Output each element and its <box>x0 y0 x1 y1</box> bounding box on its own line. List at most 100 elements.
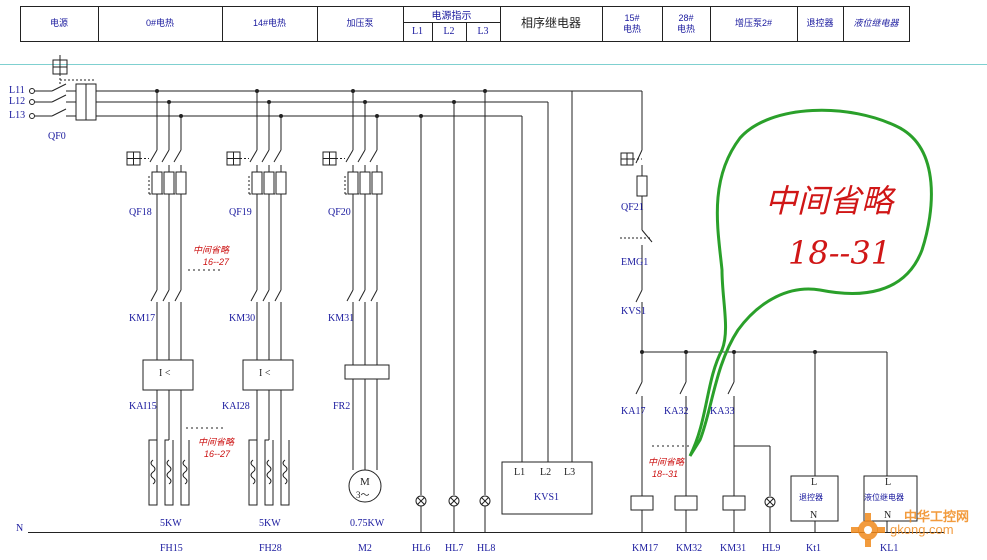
branch-fh15-node <box>155 89 159 93</box>
header-cell-heater-28: 28# 电热 <box>676 12 695 34</box>
label-km31: KM31 <box>328 313 355 324</box>
label-ka17: KA17 <box>621 406 646 417</box>
header-group-l1: L1 <box>411 26 424 37</box>
omit-note-2-title: 中间省略 <box>198 437 235 447</box>
label-fr2: FR2 <box>333 401 351 412</box>
kvs1-terminal-l2: L2 <box>540 467 552 478</box>
branch-fh28-heater-coil <box>282 459 288 485</box>
branch-fh15-trip <box>151 171 163 195</box>
omit-note-3-title: 中间省略 <box>648 457 685 467</box>
label-qf18: QF18 <box>129 207 152 218</box>
branch-fh15-trip <box>175 171 187 195</box>
branch-fh28-trip <box>275 171 287 195</box>
watermark-cn: 中华工控网 <box>904 509 970 524</box>
lamp-cross <box>450 497 458 505</box>
branch-fh15-blade <box>149 149 158 163</box>
branch-fh28-heater <box>248 439 258 506</box>
label-qf20: QF20 <box>328 207 351 218</box>
name-hl6: HL6 <box>412 543 431 554</box>
branch-m2-trip <box>347 171 359 195</box>
level-relay-label: 液位继电器 <box>864 493 904 502</box>
lamp-cross <box>481 497 489 505</box>
branch-fh15-heater-coil <box>150 459 156 485</box>
branch-fh15-heater <box>164 439 174 506</box>
power-fh15: 5KW <box>160 518 182 529</box>
header-cell-pressure-pump: 加压泵 <box>346 18 374 28</box>
relay-coil <box>630 495 654 511</box>
branch-fh28-relay-box <box>242 359 294 391</box>
label-kai28: KAI28 <box>222 401 250 412</box>
lamp-cross <box>766 498 774 506</box>
relay-contact <box>727 381 735 395</box>
branch-fh15-heater-coil <box>166 459 172 485</box>
name-kt1: Kt1 <box>806 543 821 554</box>
phase-label-l12: L12 <box>9 96 26 107</box>
emg-contact <box>641 229 653 243</box>
branch-fh28-blade <box>261 149 270 163</box>
branch-fh15-blade <box>173 149 182 163</box>
name-hl8: HL8 <box>477 543 496 554</box>
name-hl9: HL9 <box>762 543 781 554</box>
qf21-trip <box>636 175 648 197</box>
header-cell-level-relay: 液位继电器 <box>853 18 899 28</box>
name-km31-coil: KM31 <box>720 543 747 554</box>
cloud-callout <box>688 108 933 457</box>
cloud-title: 中间省略 <box>765 182 894 220</box>
header-group-l3: L3 <box>477 26 489 37</box>
relay-contact <box>635 381 643 395</box>
temp-controller-l: L <box>811 477 818 488</box>
name-km32-coil: KM32 <box>676 543 703 554</box>
branch-fh28-contact <box>250 289 258 302</box>
branch-m2-contact <box>370 289 378 302</box>
label-ka33: KA33 <box>710 406 735 417</box>
branch-fh28-node <box>255 89 259 93</box>
branch-fh28-heater-coil <box>250 459 256 485</box>
temp-controller-n: N <box>810 510 818 521</box>
label-qf21: QF21 <box>621 202 644 213</box>
branch-fh15-blade <box>161 149 170 163</box>
kvs1-contact <box>635 289 643 303</box>
branch-fh28-node <box>267 100 271 104</box>
watermark: 中华工控网 gkong.com <box>848 500 983 555</box>
omit-note-2-range: 16--27 <box>204 449 231 459</box>
branch-fh28-contact <box>274 289 282 302</box>
branch-m2-blade <box>369 149 378 163</box>
label-qf0: QF0 <box>48 131 66 142</box>
label-kai15: KAI15 <box>129 401 157 412</box>
branch-fh28-blade <box>249 149 258 163</box>
branch-m2-trip <box>359 171 371 195</box>
branch-fh15-heater <box>180 440 190 506</box>
branch-fh28-trip <box>263 171 275 195</box>
branch-fh28-heater <box>280 440 290 506</box>
relay-symbol-kai28: I < <box>259 368 271 379</box>
branch-m2-node <box>351 89 355 93</box>
branch-m2-trip <box>371 171 383 195</box>
name-hl7: HL7 <box>445 543 464 554</box>
branch-fh28-trip <box>251 171 263 195</box>
name-fh15: FH15 <box>160 543 183 554</box>
branch-m2-thermal <box>344 364 390 380</box>
phase-label-l11: L11 <box>9 85 25 96</box>
branch-fh28-contact <box>262 289 270 302</box>
branch-fh15-trip <box>163 171 175 195</box>
branch-fh15-heater <box>148 439 158 506</box>
relay-coil <box>722 495 746 511</box>
name-km17-coil: KM17 <box>632 543 659 554</box>
branch-fh15-contact <box>150 289 158 302</box>
qf21-blade <box>635 149 643 164</box>
header-frame <box>20 6 910 42</box>
branch-fh28-node <box>279 114 283 118</box>
kvs1-terminal-l1: L1 <box>514 467 526 478</box>
gear-icon <box>851 513 885 547</box>
kvs1-terminal-l3: L3 <box>564 467 576 478</box>
branch-fh15-contact <box>162 289 170 302</box>
name-m2: M2 <box>358 543 372 554</box>
header-cell-phase-relay: 相序继电器 <box>520 16 581 30</box>
branch-fh28-heater-coil <box>266 459 272 485</box>
lamp-cross <box>417 497 425 505</box>
branch-m2-blade <box>345 149 354 163</box>
branch-m2-contact <box>346 289 354 302</box>
power-fh28: 5KW <box>259 518 281 529</box>
